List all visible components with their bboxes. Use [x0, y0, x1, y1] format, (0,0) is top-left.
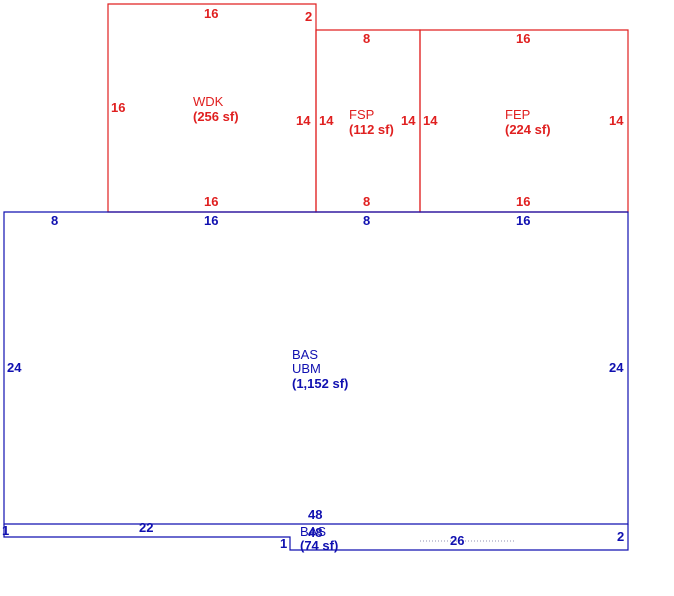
fep-area-size: (224 sf)	[505, 122, 551, 137]
fsp-area-size: (112 sf)	[349, 122, 394, 137]
bas-strip-area-name: BAS	[300, 524, 327, 539]
bas-strip-left-dimension: 1	[2, 523, 10, 538]
fep-top-dimension: 16	[516, 31, 531, 46]
bas-strip-step-dimension: 1	[280, 536, 288, 551]
wdk-corner-dimension: 2	[305, 9, 313, 24]
wdk-top-dimension: 16	[204, 6, 219, 21]
fep-area-name: FEP	[505, 107, 531, 122]
bas-top-dimension-a: 8	[51, 213, 59, 228]
wdk-area-size: (256 sf)	[193, 109, 239, 124]
bas-main-area-subname: UBM	[292, 361, 321, 376]
fep-left-dimension: 14	[423, 113, 438, 128]
wdk-area-name: WDK	[193, 94, 224, 109]
fsp-right-dimension: 14	[401, 113, 416, 128]
bas-strip-top-dimension: 22	[139, 520, 154, 535]
wdk-right-dimension: 14	[296, 113, 311, 128]
fep-right-dimension: 14	[609, 113, 624, 128]
bas-strip-bottom-dimension: 26	[450, 533, 465, 548]
bas-strip-area-size: (74 sf)	[300, 538, 339, 553]
bas-top-dimension-d: 16	[516, 213, 531, 228]
bas-strip-outline	[3, 524, 629, 551]
fsp-bottom-dimension: 8	[363, 194, 371, 209]
wdk-left-dimension: 16	[111, 100, 126, 115]
bas-right-dimension: 24	[609, 360, 624, 375]
fsp-area-name: FSP	[349, 107, 375, 122]
fep-bottom-dimension: 16	[516, 194, 531, 209]
bas-strip-right-dimension: 2	[617, 529, 625, 544]
fsp-left-dimension: 14	[319, 113, 334, 128]
bas-main-area-name: BAS	[292, 347, 319, 362]
bas-top-dimension-b: 16	[204, 213, 219, 228]
bas-bottom-dimension: 48	[308, 507, 323, 522]
bas-left-dimension: 24	[7, 360, 22, 375]
bas-top-dimension-c: 8	[363, 213, 371, 228]
bas-strip-overlap-dimension: 48	[308, 525, 323, 540]
wdk-bottom-dimension: 16	[204, 194, 219, 209]
fsp-top-dimension: 8	[363, 31, 371, 46]
bas-main-area-size: (1,152 sf)	[292, 376, 349, 391]
